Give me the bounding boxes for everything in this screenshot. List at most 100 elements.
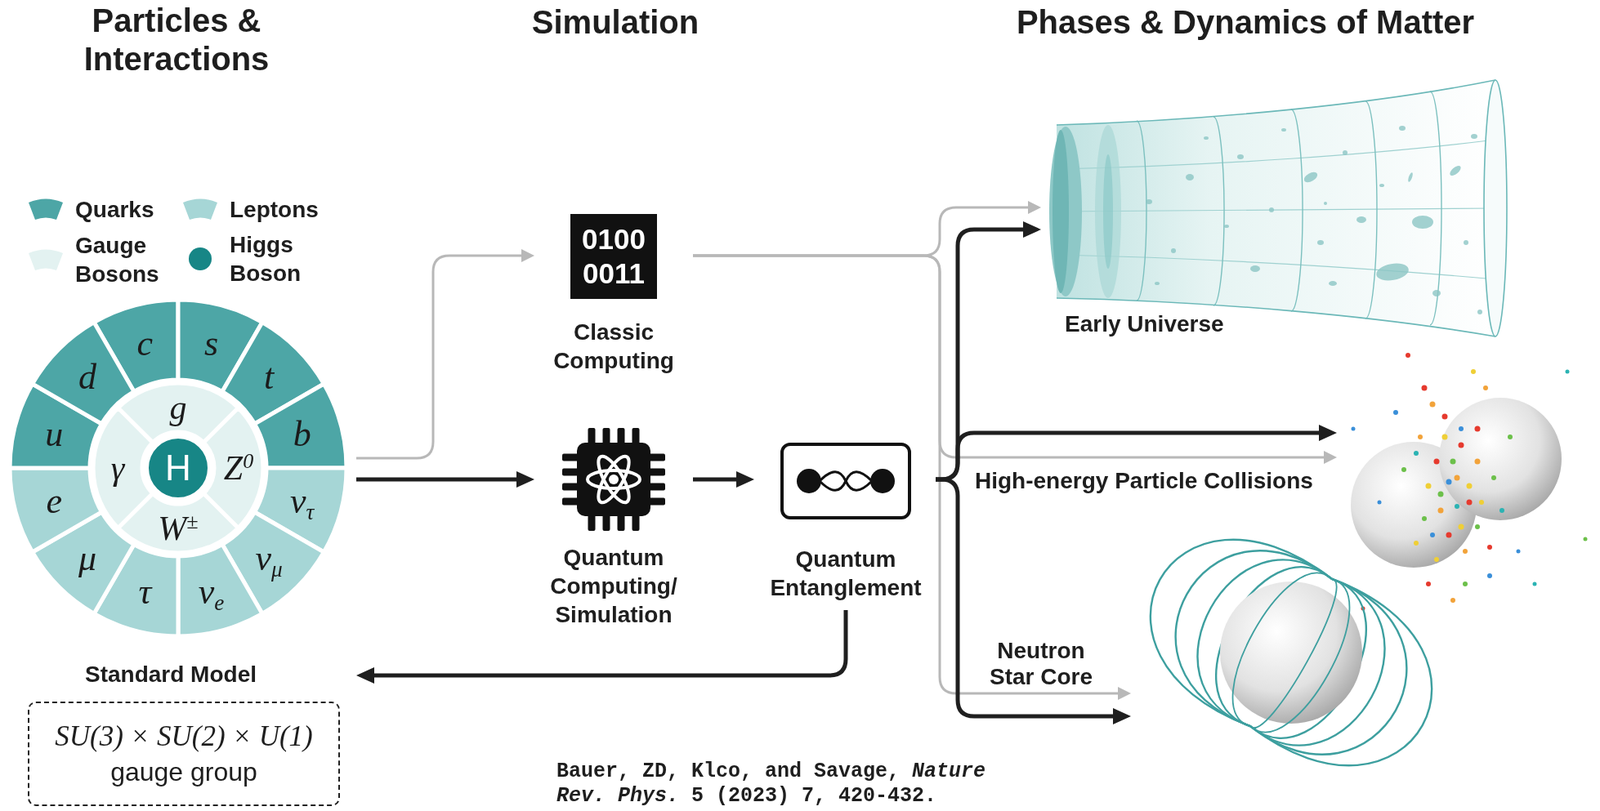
early-universe-funnel-part bbox=[1052, 129, 1069, 294]
particle-collision-part-part bbox=[1516, 549, 1521, 555]
particle-collision-part-part bbox=[1487, 573, 1493, 579]
chip-icon-part-part bbox=[562, 498, 579, 506]
early-universe-funnel-part-part bbox=[1328, 281, 1337, 287]
particle-collision-part-part bbox=[1474, 524, 1480, 530]
early-universe-funnel-part-part bbox=[1145, 199, 1153, 205]
particle-collision-part-part bbox=[1442, 414, 1449, 421]
early-universe-funnel-part bbox=[1056, 254, 1496, 280]
higgs-circle: H bbox=[145, 435, 211, 501]
early-universe-funnel-part bbox=[1365, 101, 1377, 319]
illustration-node: High-energy Particle Collisions bbox=[1346, 340, 1592, 562]
early-universe-funnel-part-part bbox=[1412, 215, 1434, 229]
chip-icon-part bbox=[562, 428, 666, 532]
chip-icon-part-part bbox=[587, 470, 640, 489]
scene-label: Early Universe bbox=[1064, 311, 1253, 338]
particle-collision-part-part bbox=[1413, 540, 1419, 546]
wedge-outline bbox=[93, 407, 153, 528]
particle-symbol: s bbox=[204, 326, 219, 363]
particle-symbol: b bbox=[293, 416, 312, 453]
particle-collision-part-part bbox=[1413, 451, 1419, 456]
scene-label: Neutron Star Core bbox=[983, 638, 1099, 691]
legend-swatch-shape bbox=[28, 250, 63, 272]
particle-collision bbox=[1350, 353, 1588, 612]
subscript: τ bbox=[306, 499, 315, 524]
arrow-head bbox=[521, 249, 535, 263]
particle-collision-part-part bbox=[1458, 524, 1465, 531]
early-universe-funnel-part-part bbox=[1250, 265, 1261, 273]
superscript: ± bbox=[186, 509, 198, 534]
arrow-head bbox=[1027, 201, 1042, 215]
particle-wedge: γ bbox=[93, 407, 153, 529]
early-universe-funnel-part-part bbox=[1463, 240, 1469, 246]
particle-symbol: d bbox=[78, 359, 97, 396]
arrow-head bbox=[1023, 221, 1042, 238]
wedge-outline bbox=[9, 468, 102, 553]
connector bbox=[935, 221, 1042, 480]
early-universe-funnel-part bbox=[1291, 109, 1303, 312]
particle-collision-part-part bbox=[1446, 479, 1453, 486]
arrow-head bbox=[1117, 687, 1131, 701]
chip-icon-part-part bbox=[648, 498, 666, 506]
connector bbox=[692, 471, 755, 488]
particle-collision-part-part bbox=[1462, 581, 1468, 587]
particle-collision-part-part bbox=[1532, 582, 1538, 587]
chip-icon-part-part bbox=[603, 428, 611, 445]
arrow-head bbox=[1323, 451, 1337, 465]
particle-collision-part-part bbox=[1425, 581, 1431, 587]
particle-collision-part-part bbox=[1442, 434, 1449, 441]
particle-collision-part-part bbox=[1507, 434, 1513, 440]
arrow-head bbox=[516, 471, 535, 488]
particle-symbol: τ bbox=[138, 574, 152, 611]
particle-symbol: νe bbox=[198, 574, 225, 611]
connector-line bbox=[692, 478, 738, 483]
citation: Bauer, ZD, Klco, and Savage, Nature Rev.… bbox=[556, 759, 1015, 809]
connector bbox=[935, 479, 1131, 725]
particle-collision-part-part bbox=[1421, 385, 1428, 392]
early-universe-funnel-part bbox=[1103, 154, 1113, 269]
neutron-star-part-part bbox=[1250, 579, 1349, 737]
early-universe-funnel-part-part bbox=[1379, 183, 1385, 188]
particle-collision-part-part bbox=[1401, 467, 1407, 473]
chip-icon-part-part bbox=[588, 428, 596, 445]
chip-icon-part-part bbox=[632, 514, 640, 532]
connector-line bbox=[356, 478, 519, 483]
particle-collision-part bbox=[1413, 369, 1484, 563]
early-universe-funnel bbox=[1049, 80, 1507, 337]
binary-text: 0100 0011 bbox=[573, 222, 654, 291]
legend-text: Gauge Bosons bbox=[75, 231, 174, 289]
particle-collision-part-part bbox=[1474, 426, 1481, 433]
entanglement-icon-part bbox=[796, 469, 822, 494]
particle-collision-part-part bbox=[1479, 500, 1484, 506]
wheel-caption: Standard Model bbox=[84, 661, 257, 689]
subscript: μ bbox=[271, 557, 283, 582]
particle-collision-part bbox=[1401, 434, 1588, 587]
particle-symbol: ντ bbox=[290, 483, 314, 520]
icon-frame bbox=[780, 442, 912, 520]
formula-text: SU(3) × SU(2) × U(1) bbox=[54, 718, 313, 756]
early-universe-funnel-part bbox=[1056, 208, 1496, 212]
particle-collision-part-part bbox=[1434, 557, 1440, 563]
icon-node: 0100 0011Classic Computing bbox=[544, 214, 684, 376]
early-universe-funnel-part-part bbox=[1224, 224, 1230, 228]
connector-line bbox=[356, 255, 523, 459]
early-universe-funnel-part bbox=[1094, 125, 1122, 299]
particle-collision-part-part bbox=[1470, 369, 1476, 375]
standard-model-wheel: Standard ModelcstbντνμνeτμeudgZ0W±γH bbox=[9, 299, 347, 689]
early-universe-funnel-part-part bbox=[1302, 169, 1320, 185]
icon-frame: 0100 0011 bbox=[570, 214, 657, 300]
early-universe-funnel-part-part bbox=[1407, 172, 1414, 184]
early-universe-funnel-part-part bbox=[1203, 136, 1209, 140]
entanglement-icon-part bbox=[819, 472, 872, 492]
neutron-star-part-part bbox=[1250, 578, 1371, 748]
legend-swatch-shape bbox=[28, 199, 63, 221]
neutron-star-part bbox=[1117, 504, 1466, 802]
early-universe-funnel-part-part bbox=[1432, 290, 1441, 297]
early-universe-funnel-part bbox=[1145, 125, 1483, 315]
legend-swatch bbox=[181, 196, 219, 222]
neutron-star bbox=[1117, 504, 1466, 802]
legend-swatch bbox=[26, 247, 65, 273]
particle-collision-part-part bbox=[1454, 504, 1460, 510]
particle-collision-part-part bbox=[1466, 500, 1473, 506]
early-universe-funnel-part bbox=[1056, 80, 1496, 126]
early-universe-funnel-part-part bbox=[1185, 174, 1194, 181]
